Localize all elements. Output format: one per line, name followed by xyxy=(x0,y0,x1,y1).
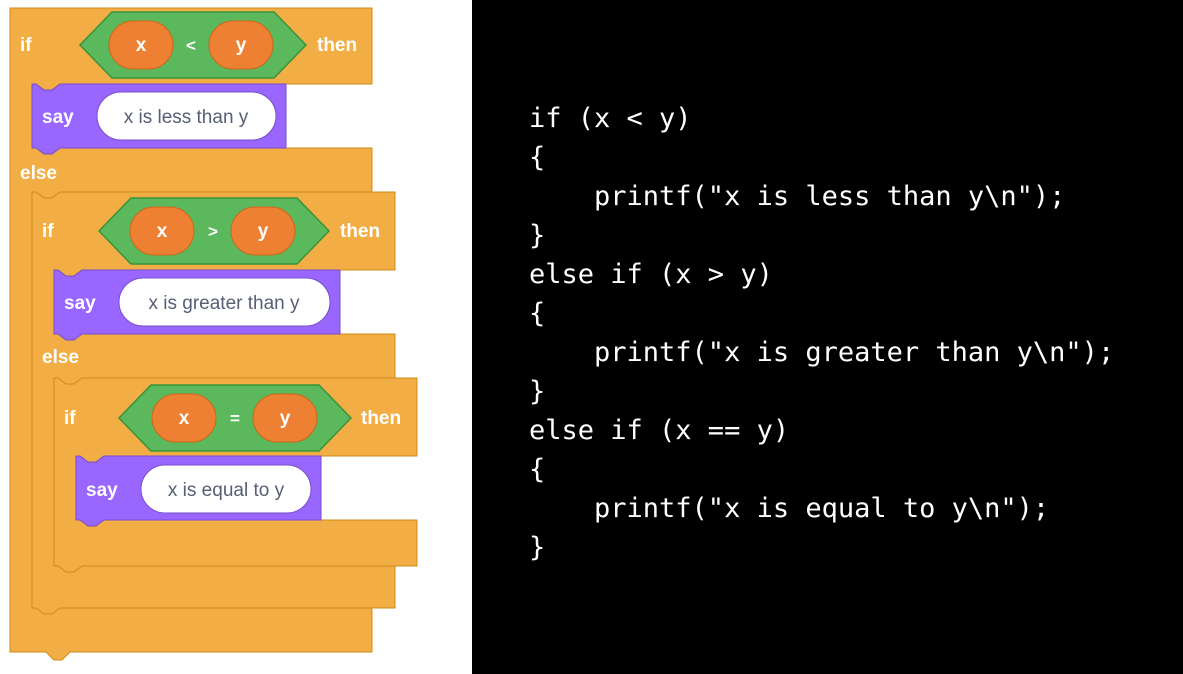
say-message-text: x is greater than y xyxy=(148,293,300,314)
variable-x-label: x xyxy=(157,221,168,242)
variable-x-reporter[interactable] xyxy=(151,393,217,443)
say-block-less[interactable]: say x is less than y xyxy=(31,83,287,155)
code-line: printf("x is less than y\n"); xyxy=(529,181,1066,212)
scratch-blocks-panel: if then else x < y say x is less than y xyxy=(0,0,472,674)
code-line: } xyxy=(529,376,546,407)
say-keyword: say xyxy=(64,293,96,314)
variable-x-label: x xyxy=(179,408,190,429)
code-line: printf("x is equal to y\n"); xyxy=(529,493,1050,524)
say-block-equal[interactable]: say x is equal to y xyxy=(75,455,322,527)
say-block-greater[interactable]: say x is greater than y xyxy=(53,269,341,341)
less-than-operator[interactable]: x < y xyxy=(78,11,308,79)
variable-y-label: y xyxy=(258,221,269,242)
then-keyword-middle: then xyxy=(340,221,380,242)
then-keyword-outer: then xyxy=(317,35,357,56)
code-line: { xyxy=(529,142,546,173)
code-line: printf("x is greater than y\n"); xyxy=(529,337,1115,368)
if-block-inner[interactable]: if then x = y say x is equal to y xyxy=(53,377,418,573)
variable-y-label: y xyxy=(280,408,291,429)
if-keyword-middle: if xyxy=(42,221,54,242)
code-line: { xyxy=(529,298,546,329)
variable-y-reporter[interactable] xyxy=(208,20,274,70)
c-code-panel: if (x < y) { printf("x is less than y\n")… xyxy=(472,0,1183,674)
variable-x-label: x xyxy=(136,35,147,56)
variable-y-label: y xyxy=(236,35,247,56)
variable-x-reporter[interactable] xyxy=(108,20,174,70)
code-line: { xyxy=(529,454,546,485)
variable-y-reporter[interactable] xyxy=(230,206,296,256)
if-else-block-outer[interactable]: if then else x < y say x is less than y xyxy=(9,7,373,661)
then-keyword-inner: then xyxy=(361,408,401,429)
operator-symbol: > xyxy=(208,222,218,241)
say-message-text: x is equal to y xyxy=(168,480,285,501)
code-line: else if (x == y) xyxy=(529,415,790,446)
say-message-field[interactable] xyxy=(140,464,312,514)
say-message-field[interactable] xyxy=(118,277,331,327)
say-keyword: say xyxy=(42,107,74,128)
else-keyword-outer: else xyxy=(20,163,57,184)
say-message-text: x is less than y xyxy=(124,107,249,128)
code-line: } xyxy=(529,532,546,563)
code-line: } xyxy=(529,220,546,251)
c-code-listing: if (x < y) { printf("x is less than y\n")… xyxy=(529,99,1114,567)
variable-x-reporter[interactable] xyxy=(129,206,195,256)
operator-symbol: = xyxy=(230,409,240,428)
greater-than-operator[interactable]: x > y xyxy=(97,197,331,265)
if-keyword-inner: if xyxy=(64,408,76,429)
variable-y-reporter[interactable] xyxy=(252,393,318,443)
say-message-field[interactable] xyxy=(96,91,277,141)
code-line: if (x < y) xyxy=(529,103,692,134)
else-keyword-middle: else xyxy=(42,347,79,368)
equals-operator[interactable]: x = y xyxy=(117,384,353,452)
scratch-blocks-canvas: if then else x < y say x is less than y xyxy=(9,7,418,661)
say-keyword: say xyxy=(86,480,118,501)
code-line: else if (x > y) xyxy=(529,259,773,290)
operator-symbol: < xyxy=(186,36,196,55)
if-keyword-outer: if xyxy=(20,35,32,56)
